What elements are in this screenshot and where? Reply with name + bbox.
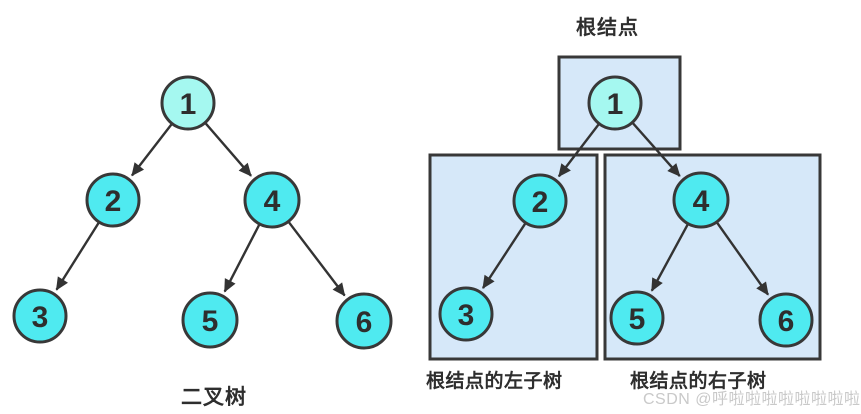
node-value: 1 (607, 88, 624, 121)
left-tree-node-1: 1 (160, 75, 216, 131)
left-tree-node-3: 3 (12, 288, 68, 344)
node-value: 3 (458, 299, 475, 332)
left-tree-node-4: 4 (243, 171, 301, 229)
node-value: 6 (778, 305, 795, 338)
node-value: 3 (32, 301, 49, 334)
right-tree-node-5: 5 (609, 290, 665, 346)
right-tree-node-2: 2 (512, 173, 568, 229)
csdn-watermark: CSDN @呼啦啦啦啦啦啦啦啦 (643, 391, 861, 408)
binary-tree-caption: 二叉树 (181, 386, 247, 409)
node-circle (672, 171, 730, 229)
node-value: 5 (202, 305, 219, 338)
right-tree-node-1: 1 (587, 75, 643, 131)
node-circle (512, 173, 568, 229)
right-tree-edge-4-5 (650, 224, 689, 292)
node-circle (758, 292, 814, 348)
node-circle (243, 171, 301, 229)
node-circle (438, 286, 494, 342)
node-value: 2 (105, 185, 122, 218)
left-tree-edge-1-2 (131, 123, 173, 177)
right-tree-edge-4-6 (716, 222, 770, 296)
node-circle (609, 290, 665, 346)
left-tree-node-5: 5 (181, 291, 239, 349)
node-value: 4 (264, 185, 281, 218)
right-tree-edge-1-2 (557, 123, 600, 178)
left-tree-edge-2-3 (55, 222, 100, 291)
right-tree-node-3: 3 (438, 286, 494, 342)
left-tree-edge-1-4 (204, 122, 252, 177)
right-tree-edge-1-4 (632, 122, 681, 177)
node-circle (160, 75, 216, 131)
node-value: 1 (180, 88, 197, 121)
left-tree-edge-4-5 (223, 224, 261, 293)
node-circle (85, 172, 141, 228)
left-tree-edge-4-6 (287, 221, 346, 297)
node-value: 2 (532, 186, 549, 219)
node-circle (181, 291, 239, 349)
node-circle (12, 288, 68, 344)
right-tree-node-6: 6 (758, 292, 814, 348)
right-tree-edge-2-3 (481, 222, 527, 289)
left-tree-node-2: 2 (85, 172, 141, 228)
right-tree-node-4: 4 (672, 171, 730, 229)
node-circle (335, 292, 393, 350)
left-subtree-label: 根结点的左子树 (426, 371, 563, 392)
right-subtree-label: 根结点的右子树 (630, 371, 767, 392)
node-value: 6 (356, 306, 373, 339)
node-circle (587, 75, 643, 131)
node-value: 5 (629, 303, 646, 336)
root-node-label: 根结点 (576, 17, 639, 39)
left-tree-node-6: 6 (335, 292, 393, 350)
node-value: 4 (693, 185, 710, 218)
